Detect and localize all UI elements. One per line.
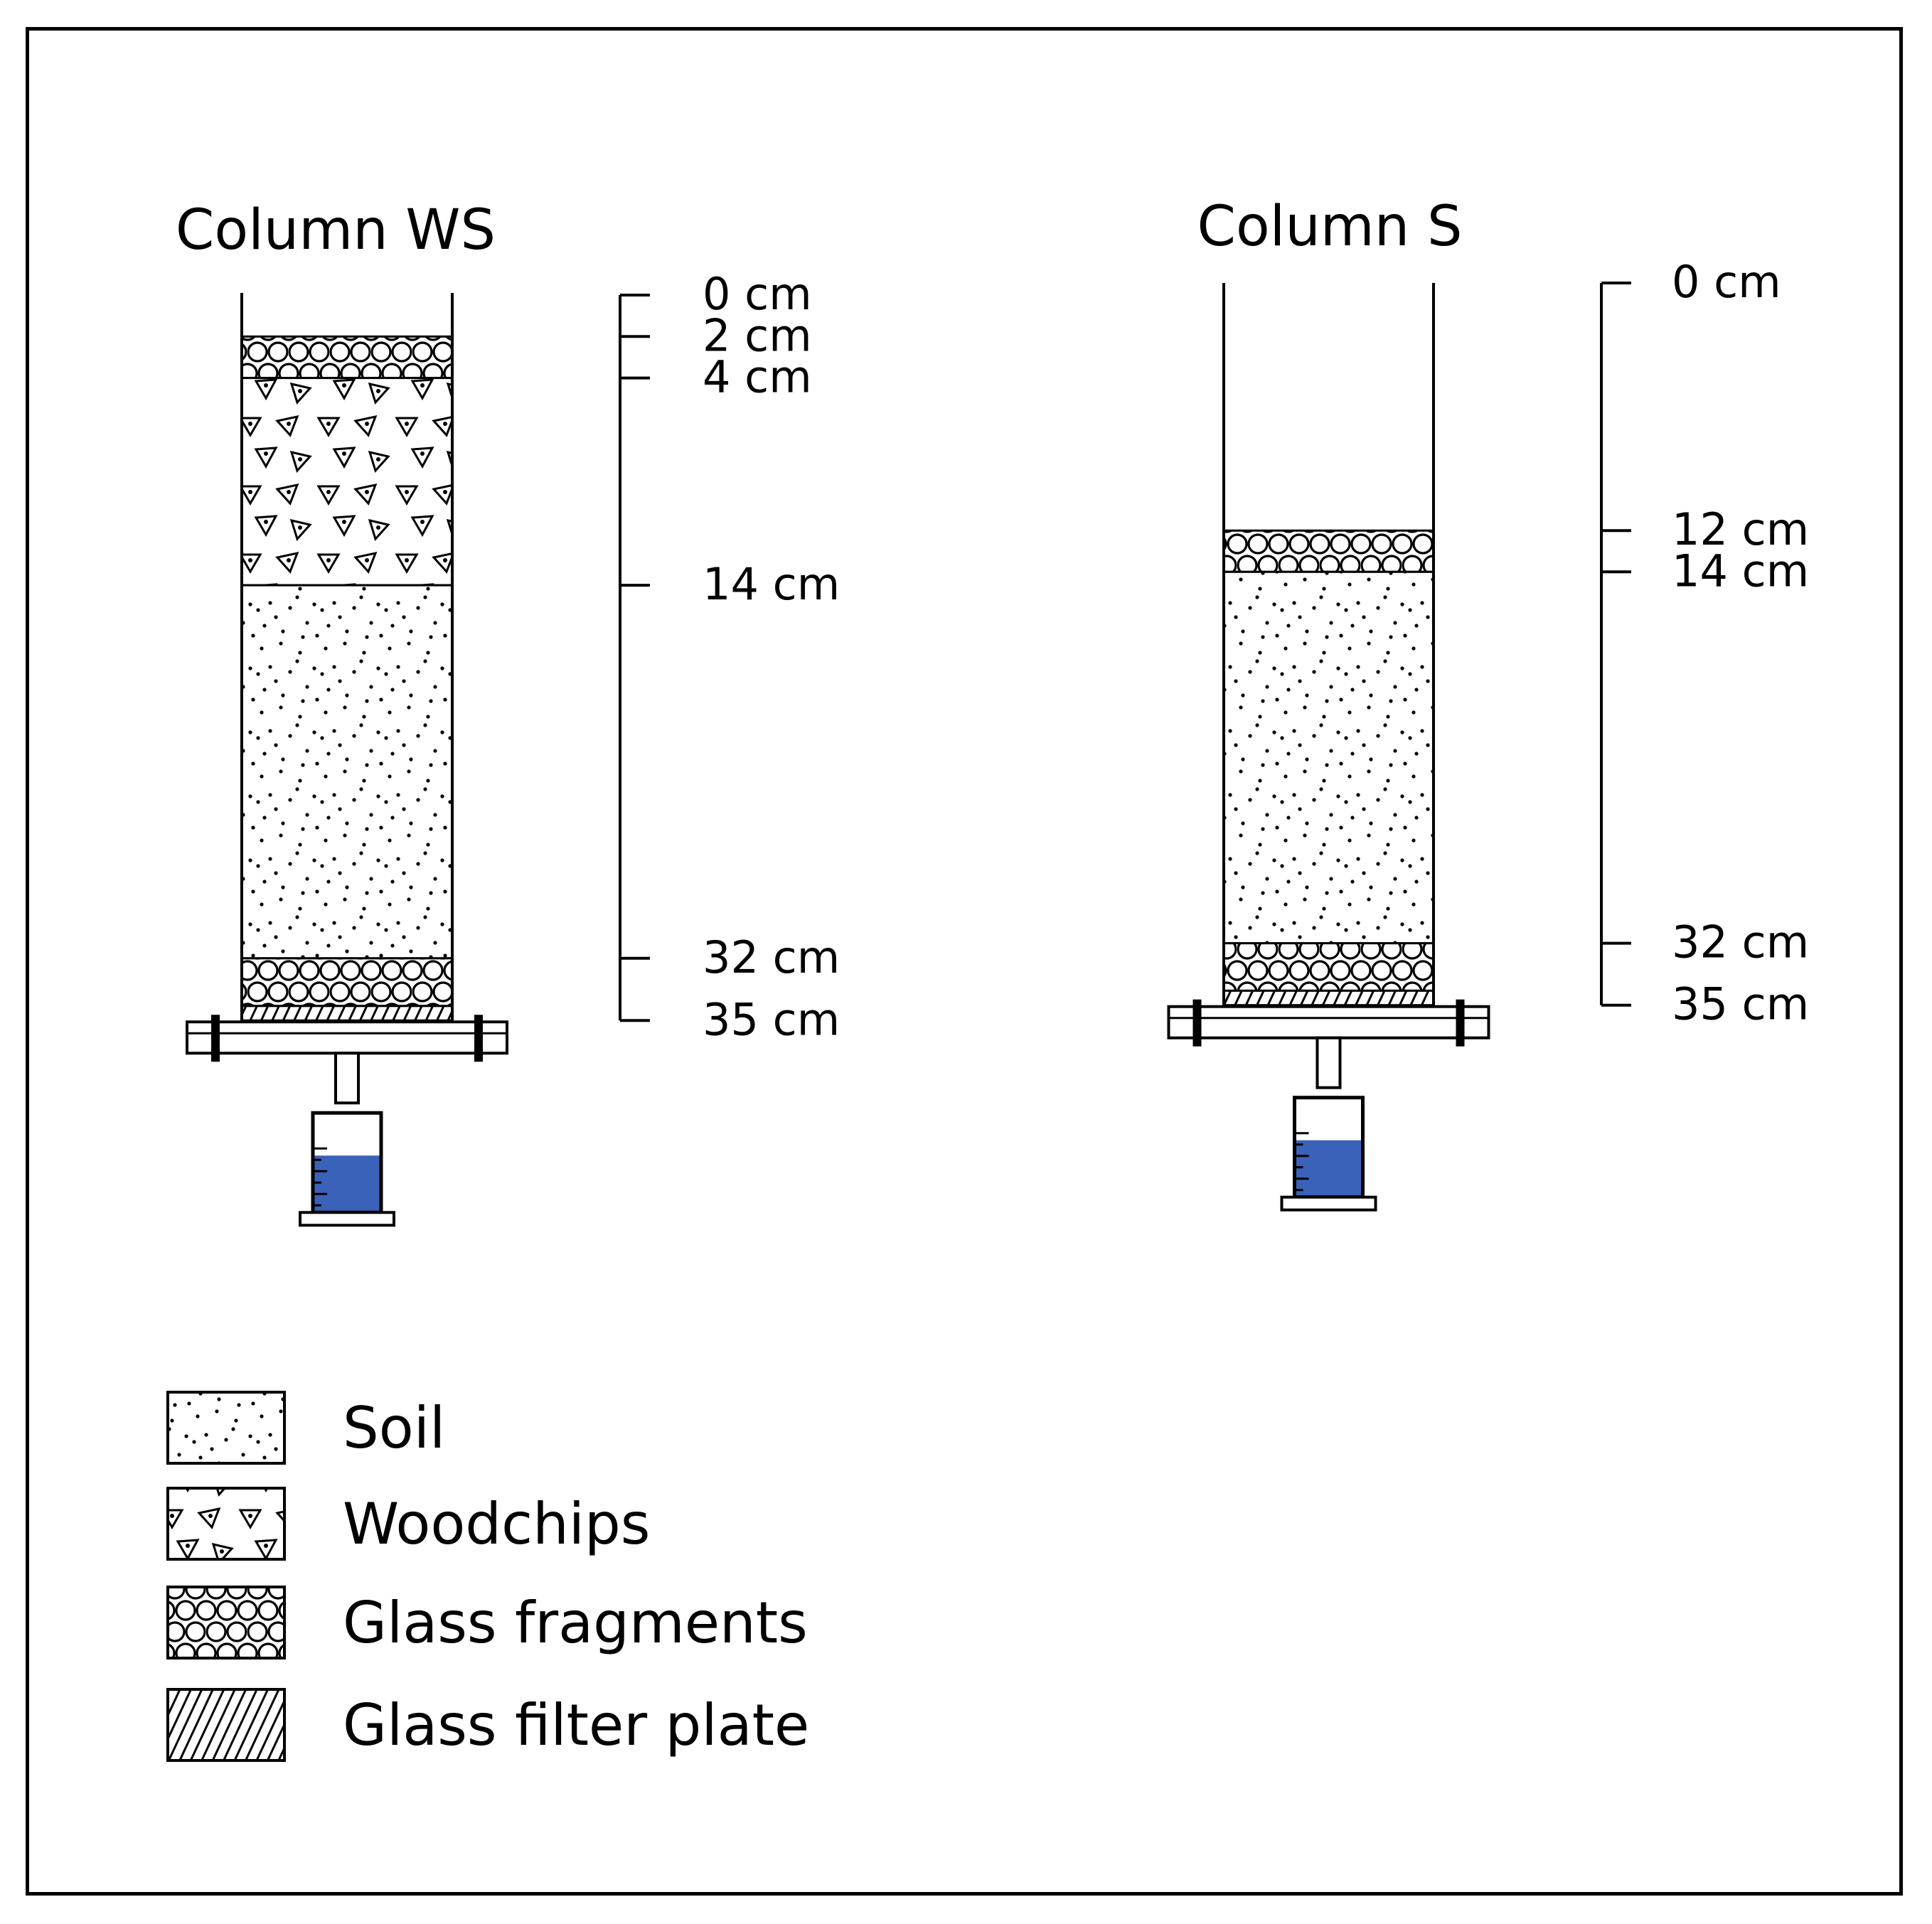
layer-soil bbox=[1222, 570, 1435, 945]
base-plate bbox=[1167, 1005, 1490, 1040]
legend-swatch-glass bbox=[166, 1586, 286, 1660]
scale-tick-label: 35 cm bbox=[1672, 978, 1809, 1030]
scale-tick-label: 14 cm bbox=[703, 558, 840, 610]
base-plate bbox=[186, 1020, 508, 1055]
bolt bbox=[211, 1015, 220, 1062]
layer-soil bbox=[240, 584, 454, 960]
scale-tick-label: 35 cm bbox=[703, 993, 840, 1045]
scale-tick-label: 0 cm bbox=[1672, 256, 1781, 308]
bolt bbox=[1456, 999, 1465, 1047]
beaker-stand bbox=[299, 1211, 395, 1227]
column-title: Column S bbox=[1197, 195, 1462, 259]
layer-filter bbox=[240, 1005, 454, 1022]
scale-tick-label: 14 cm bbox=[1672, 545, 1809, 597]
scale-tick-label: 12 cm bbox=[1672, 503, 1809, 555]
scale-tick-label: 0 cm bbox=[703, 268, 812, 320]
water bbox=[313, 1155, 381, 1213]
layer-glass bbox=[1222, 942, 1435, 992]
column-ws: Column WS 0 cm2 cm4 cm 14 cm 32 cm 35 cm bbox=[176, 198, 840, 1227]
legend-swatch-soil bbox=[166, 1391, 286, 1465]
bolt bbox=[474, 1015, 483, 1062]
water bbox=[1294, 1140, 1363, 1197]
outlet-tube bbox=[334, 1052, 360, 1105]
legend-label: Woodchips bbox=[343, 1491, 650, 1557]
layer-glass bbox=[240, 957, 454, 1008]
legend-label: Glass fragments bbox=[343, 1590, 808, 1656]
scale-tick-label: 2 cm bbox=[703, 309, 812, 361]
scale-tick-label: 32 cm bbox=[1672, 916, 1809, 968]
scale-tick-label: 4 cm bbox=[703, 351, 812, 403]
beaker-stand bbox=[1280, 1195, 1377, 1212]
bolt bbox=[1192, 999, 1202, 1047]
legend-label: Glass filter plate bbox=[343, 1692, 809, 1758]
scale-tick-label: 32 cm bbox=[703, 931, 840, 983]
legend-swatch-filter bbox=[166, 1688, 286, 1762]
layer-glass bbox=[240, 335, 454, 380]
layer-woodchips bbox=[240, 377, 454, 587]
legend-swatch-woodchips bbox=[166, 1487, 286, 1561]
outlet-tube bbox=[1315, 1036, 1342, 1089]
layer-filter bbox=[1222, 989, 1435, 1007]
column-title: Column WS bbox=[176, 198, 496, 262]
legend-label: Soil bbox=[343, 1395, 445, 1461]
layer-glass bbox=[1222, 529, 1435, 573]
